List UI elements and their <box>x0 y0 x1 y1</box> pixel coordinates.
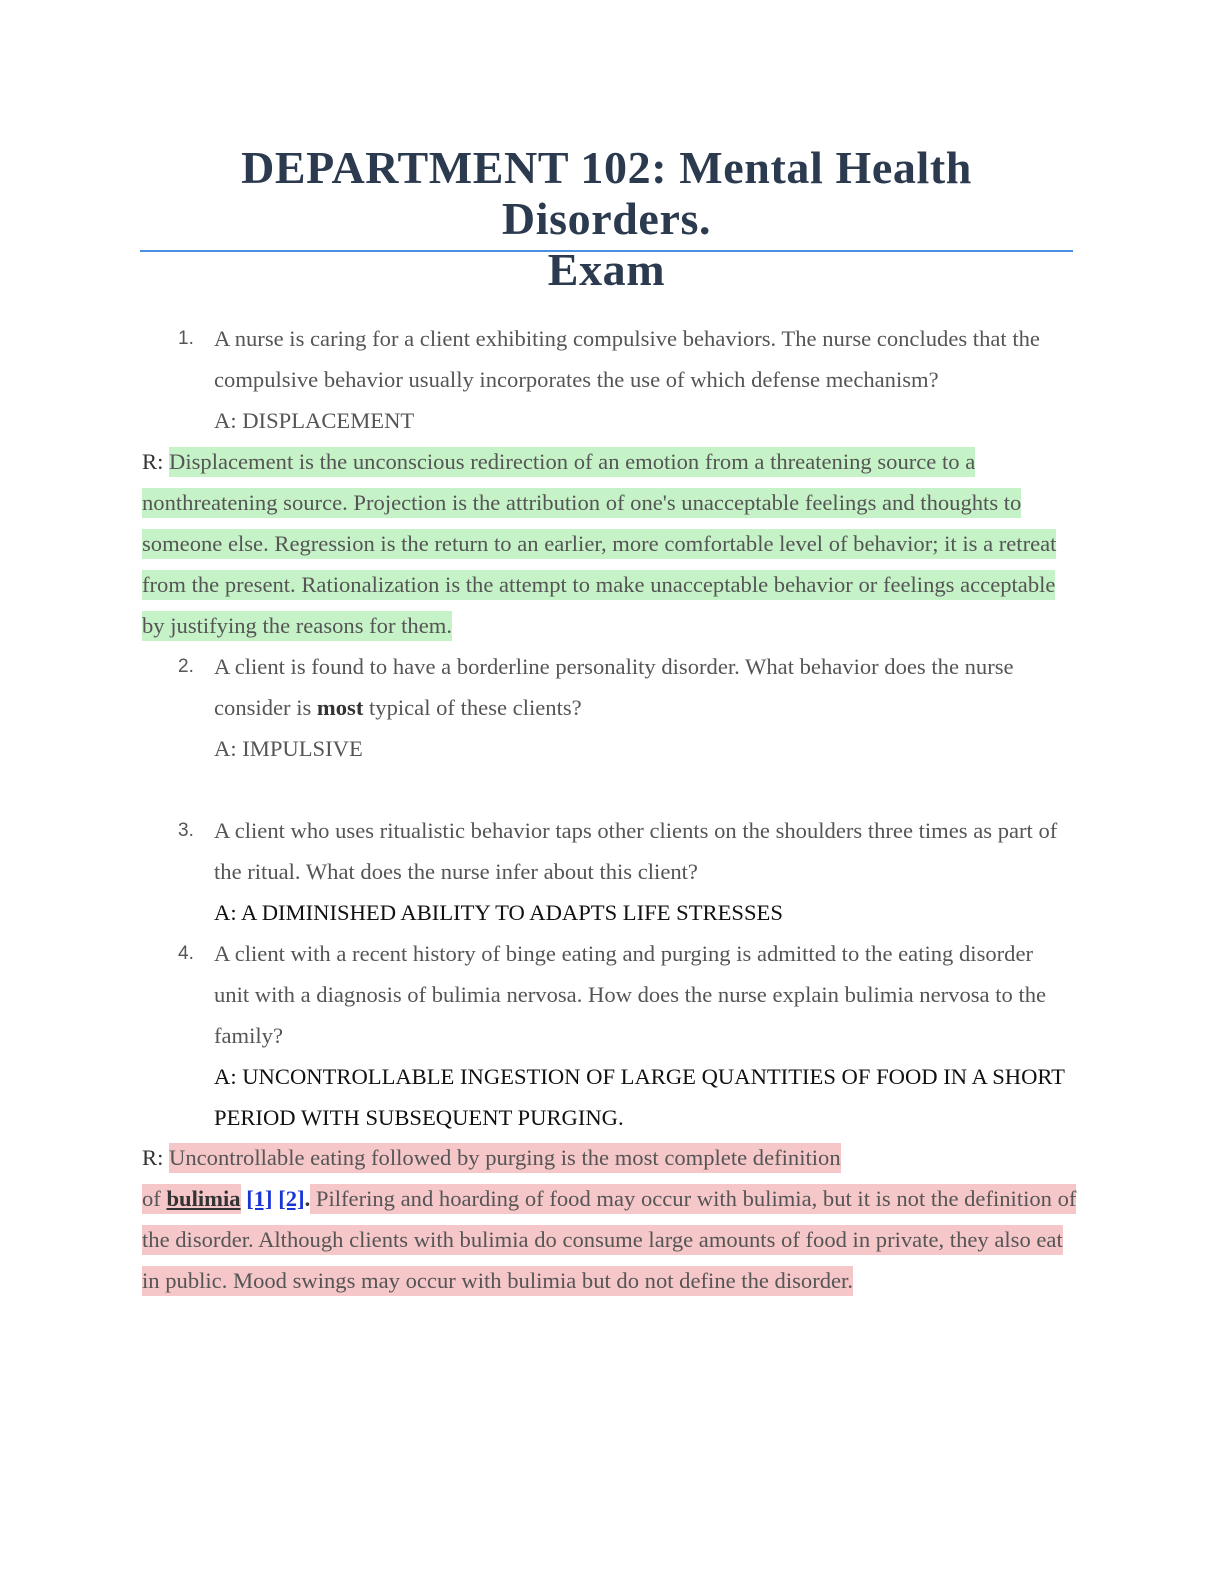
question-text: A client with a recent history of binge … <box>214 941 1047 1048</box>
question-text: A client is found to have a borderline p… <box>214 646 1072 728</box>
question-text: A client who uses ritualistic behavior t… <box>214 818 1058 884</box>
rationale-line-1: R: Uncontrollable eating followed by pur… <box>142 1137 1077 1178</box>
question-answer: A: UNCONTROLLABLE INGESTION OF LARGE QUA… <box>214 1064 1065 1130</box>
title-divider <box>140 250 1073 252</box>
title-line-2: Exam <box>547 244 666 295</box>
question-answer: A: IMPULSIVE <box>214 736 363 761</box>
page-title: DEPARTMENT 102: Mental Health Disorders.… <box>140 142 1073 295</box>
question-text-part: typical of these clients? <box>363 695 582 720</box>
question-answer: A: DISPLACEMENT <box>214 408 415 433</box>
reference-link-1[interactable]: [1] <box>246 1186 273 1211</box>
question-number: 1. <box>178 328 194 349</box>
title-line-1: DEPARTMENT 102: Mental Health Disorders. <box>241 142 972 244</box>
rationale-text-highlighted: of <box>142 1184 167 1214</box>
rationale-text-highlighted: Uncontrollable eating followed by purgin… <box>169 1143 841 1173</box>
rationale-1: R: Displacement is the unconscious redir… <box>142 441 1077 646</box>
question-2: 2. A client is found to have a borderlin… <box>142 646 1072 769</box>
rationale-label: R: <box>142 1145 164 1170</box>
rationale-text-highlighted: Displacement is the unconscious redirect… <box>142 447 1057 641</box>
rationale-body: of bulimia [1] [2]. Pilfering and hoardi… <box>142 1178 1077 1301</box>
question-text-part: A client is found to have a borderline p… <box>214 654 1014 720</box>
question-4: 4. A client with a recent history of bin… <box>142 933 1072 1138</box>
question-number: 4. <box>178 943 194 964</box>
rationale-4: R: Uncontrollable eating followed by pur… <box>142 1137 1077 1301</box>
reference-link-2[interactable]: [2] <box>278 1186 305 1211</box>
rationale-label: R: <box>142 449 164 474</box>
rationale-text-highlighted: Pilfering and hoarding of food may occur… <box>142 1184 1077 1296</box>
emphasis-word: most <box>316 695 364 720</box>
question-1: 1. A nurse is caring for a client exhibi… <box>142 318 1072 441</box>
punctuation: . <box>304 1186 311 1211</box>
question-3: 3. A client who uses ritualistic behavio… <box>142 810 1072 933</box>
keyword-link[interactable]: bulimia <box>166 1184 241 1214</box>
question-answer: A: A DIMINISHED ABILITY TO ADAPTS LIFE S… <box>214 900 783 925</box>
question-number: 2. <box>178 656 194 677</box>
question-text: A nurse is caring for a client exhibitin… <box>214 326 1040 392</box>
question-number: 3. <box>178 820 194 841</box>
